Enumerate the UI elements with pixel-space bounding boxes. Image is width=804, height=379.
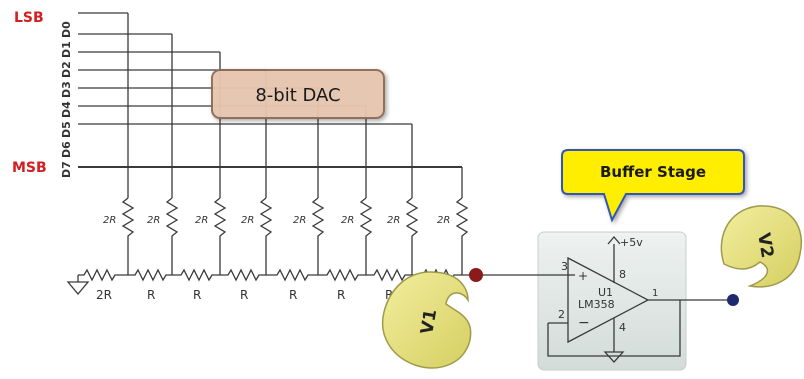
- opamp-pin-1: 1: [652, 288, 658, 299]
- hres-label-4: R: [240, 288, 248, 302]
- bit-label-d3: D3: [60, 81, 73, 98]
- opamp-pin-8: 8: [619, 268, 626, 281]
- bit-label-d5: D5: [60, 121, 73, 138]
- feedback-wire: [547, 300, 681, 357]
- opamp-pin-4: 4: [619, 321, 626, 334]
- bit-label-d2: D2: [60, 61, 73, 78]
- bit-labels: D7 D6 D5 D4 D3 D2 D1 D0: [60, 21, 73, 178]
- opamp-pin-2: 2: [558, 308, 565, 321]
- vres-label-5: 2R: [293, 215, 306, 226]
- opamp-panel: [537, 231, 687, 371]
- v1-node: [469, 268, 483, 282]
- v2-callout: [720, 205, 802, 288]
- hres-label-7: R: [385, 288, 393, 302]
- dac-callout: [211, 69, 385, 119]
- bit-label-d4: D4: [60, 101, 73, 118]
- vres-label-6: 2R: [341, 215, 354, 226]
- v2-node: [727, 294, 739, 306]
- vres-label-7: 2R: [387, 215, 400, 226]
- vertical-resistors: [121, 197, 469, 275]
- opamp-plus-sign: +: [578, 269, 588, 283]
- bit-label-d0: D0: [60, 21, 73, 38]
- v1-callout: [381, 271, 472, 369]
- vres-label-3: 2R: [195, 215, 208, 226]
- bit-label-d1: D1: [60, 41, 73, 58]
- buffer-callout-label: Buffer Stage: [600, 163, 706, 181]
- buffer-callout: [561, 149, 745, 223]
- opamp-minus-sign: −: [578, 315, 590, 331]
- vcc-arrow-icon: [607, 236, 621, 245]
- v1-label: V1: [417, 308, 441, 336]
- hres-label-6: R: [337, 288, 345, 302]
- vres-label-4: 2R: [241, 215, 254, 226]
- lsb-label: LSB: [14, 10, 44, 26]
- vres-label-1: 2R: [103, 215, 116, 226]
- hres-label-3: R: [193, 288, 201, 302]
- hres-label-2: R: [147, 288, 155, 302]
- opamp-triangle: [567, 256, 650, 344]
- opamp-pin-3: 3: [561, 260, 568, 273]
- dac-callout-label: 8-bit DAC: [255, 85, 340, 106]
- opamp-ref-label: U1: [598, 286, 613, 299]
- opamp-supply-label: +5v: [620, 236, 643, 249]
- msb-label: MSB: [12, 160, 47, 176]
- ground-icon: [66, 275, 90, 296]
- bit-label-d6: D6: [60, 141, 73, 158]
- vres-label-2: 2R: [147, 215, 160, 226]
- bit-label-d7: D7: [60, 161, 73, 178]
- hres-label-1: 2R: [96, 288, 112, 302]
- vres-label-8: 2R: [437, 215, 450, 226]
- horizontal-resistor-labels: 2R R R R R R R R: [96, 288, 439, 302]
- hres-label-5: R: [289, 288, 297, 302]
- vertical-resistor-labels: 2R 2R 2R 2R 2R 2R 2R 2R: [103, 215, 450, 226]
- opamp-ground-icon: [603, 351, 625, 363]
- opamp-part-label: LM358: [578, 298, 615, 311]
- v2-label: V2: [753, 231, 777, 259]
